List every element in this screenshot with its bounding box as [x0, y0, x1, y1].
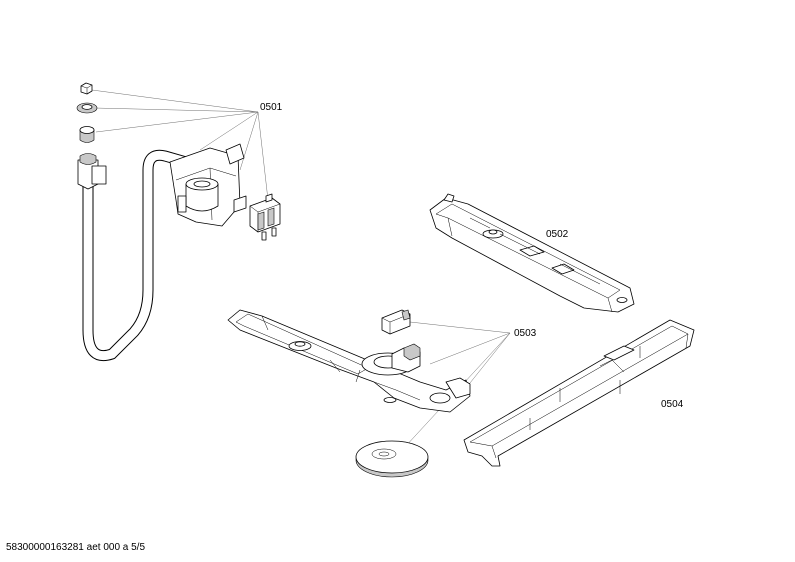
callout-0502: 0502	[546, 229, 569, 240]
document-id-footer: 58300000163281 aet 000 a 5/5	[6, 542, 146, 553]
callout-0503: 0503	[514, 328, 537, 339]
cap-part	[79, 126, 95, 143]
lower-arm-bracket	[227, 309, 471, 413]
valve-housing	[169, 143, 247, 227]
part-0502-rail	[429, 193, 635, 313]
leader-lines-0501	[91, 89, 269, 201]
washer-part	[76, 102, 98, 114]
callout-0504: 0504	[661, 399, 684, 410]
part-group-0501	[76, 82, 281, 361]
connector-plug	[381, 309, 411, 335]
part-group-0503	[227, 309, 511, 478]
water-hose	[77, 149, 192, 361]
nut-part	[80, 82, 93, 95]
part-0504-rail	[463, 319, 695, 467]
callout-0501: 0501	[260, 102, 283, 113]
round-disc-part	[355, 440, 429, 478]
solenoid-valve	[249, 193, 281, 241]
